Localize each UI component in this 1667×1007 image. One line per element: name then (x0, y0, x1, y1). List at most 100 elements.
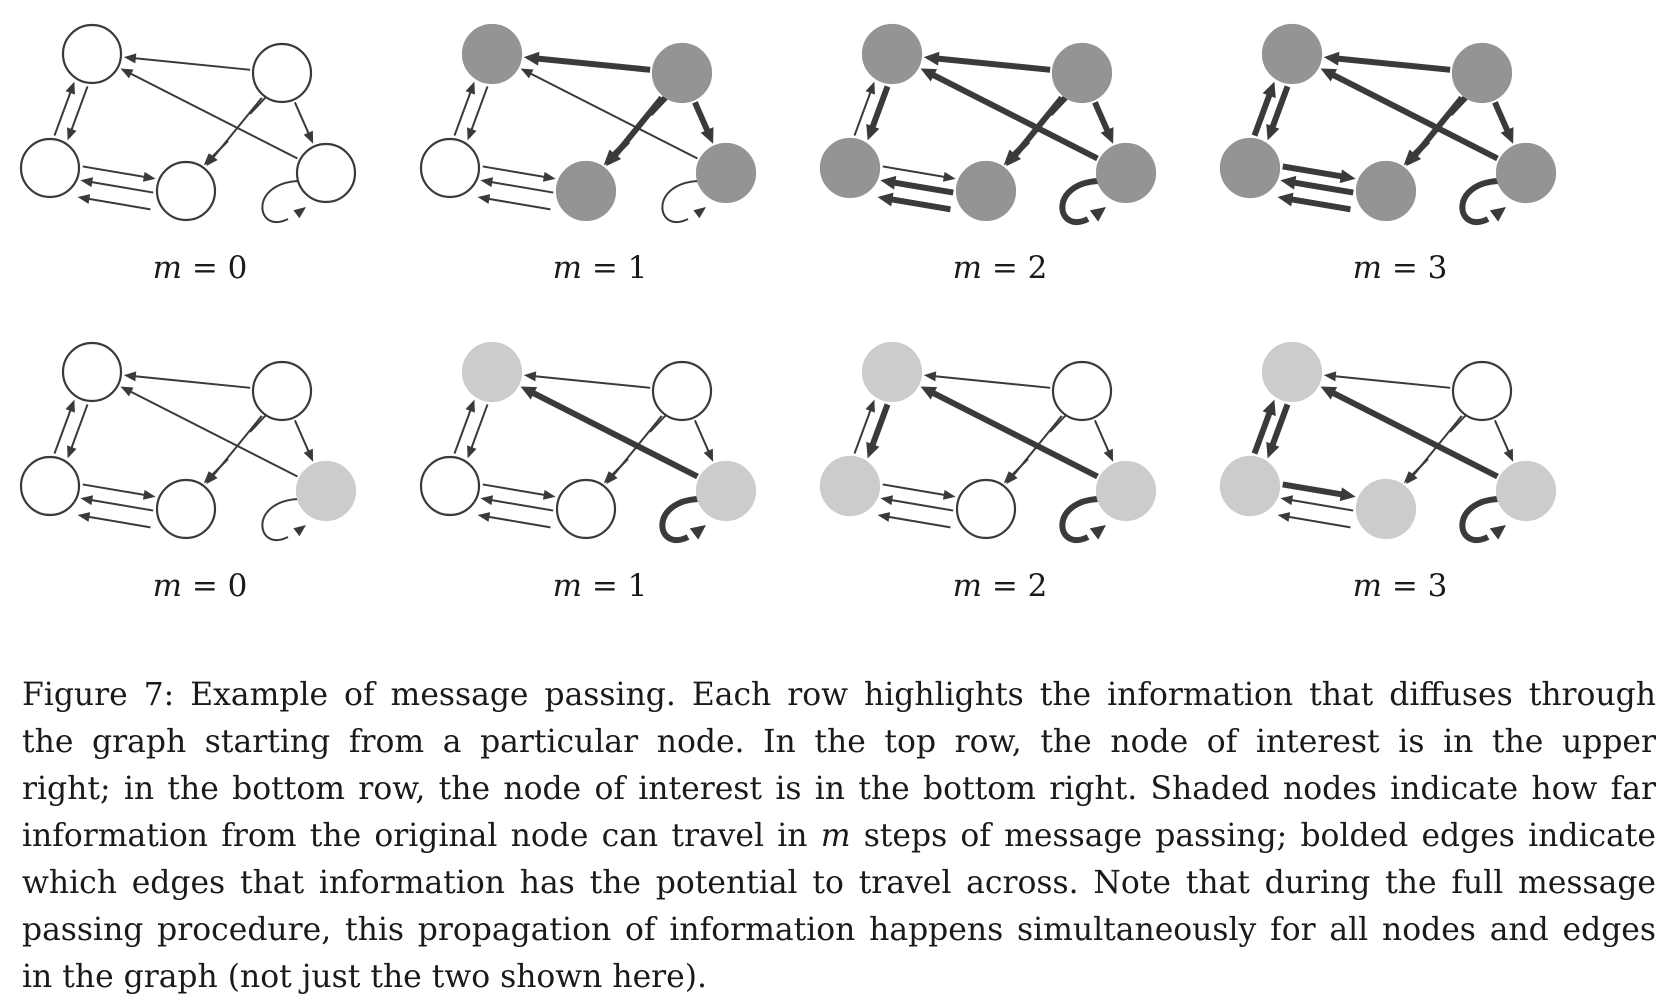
arrowhead (1277, 192, 1294, 207)
arrowhead (520, 68, 534, 79)
edge-B-A (133, 57, 251, 71)
edge-E-A (930, 71, 1099, 162)
node-d (1355, 160, 1417, 222)
panel-bottom-m1: m = 1 (400, 318, 800, 638)
self-loop-edge (261, 180, 300, 223)
edge-B-E (1093, 419, 1111, 453)
arrowhead (1003, 471, 1016, 484)
graph-layer (819, 341, 1157, 543)
edge-B-E (1493, 419, 1511, 453)
arrowhead (866, 123, 880, 141)
arrowhead (1100, 127, 1114, 144)
edge-stub-b (249, 96, 267, 115)
arrowhead (77, 194, 91, 204)
arrowhead (1323, 371, 1337, 382)
arrowhead (1500, 127, 1514, 144)
arrowhead (303, 448, 314, 462)
arrowhead (1003, 149, 1020, 166)
node-c (1219, 455, 1281, 517)
arrowhead (603, 149, 620, 166)
arrowhead (1339, 487, 1356, 502)
node-c (19, 455, 81, 517)
panel-label: m = 2 (800, 250, 1200, 286)
edge-A-C (470, 404, 489, 450)
arrowhead (77, 512, 91, 522)
arrowhead (1277, 512, 1291, 522)
edge-B-E (293, 101, 311, 135)
edge-D-C (90, 180, 154, 194)
edge-D-C (90, 498, 154, 512)
node-e (695, 142, 757, 204)
node-e (1495, 460, 1557, 522)
panel-label: m = 0 (0, 568, 400, 604)
arrowhead (465, 399, 475, 413)
caption-math-m: m (820, 818, 851, 854)
edge-C-D (1282, 481, 1344, 498)
arrowhead (603, 471, 616, 484)
edge-D-C (487, 515, 551, 529)
caption-line: which edges that information has the pot… (22, 865, 1656, 901)
node-a (1261, 341, 1323, 403)
graph-diagram (1219, 341, 1557, 543)
panel-top-m1: m = 1 (400, 0, 800, 320)
arrowhead (689, 525, 706, 540)
edge-C-D (82, 483, 146, 497)
node-a (61, 23, 123, 85)
node-a (61, 341, 123, 403)
edge-B-E (692, 101, 711, 134)
node-c (819, 137, 881, 199)
edge-D-C (87, 197, 151, 211)
edge-B-A (536, 55, 651, 73)
arrowhead (1320, 68, 1338, 82)
arrowhead (865, 81, 875, 95)
arrowhead (1403, 471, 1416, 484)
edge-D-C (889, 196, 951, 213)
panel-bottom-m0: m = 0 (0, 318, 400, 638)
edge-C-A (53, 90, 72, 136)
node-a (461, 341, 523, 403)
node-e (295, 460, 357, 522)
edge-E-A (528, 72, 698, 160)
caption-line: passing procedure, this propagation of i… (22, 912, 1656, 948)
edge-B-A (936, 55, 1051, 73)
panel-bottom-m3: m = 3 (1200, 318, 1600, 638)
arrowhead (1262, 81, 1276, 99)
arrowhead (1266, 123, 1280, 141)
arrowhead (920, 386, 938, 400)
node-b (251, 42, 313, 104)
edge-C-A (453, 90, 472, 136)
node-d (155, 160, 217, 222)
label-equation: = 0 (182, 250, 248, 286)
graph-layer (19, 23, 357, 223)
arrowhead (923, 371, 937, 382)
node-e (1095, 460, 1157, 522)
label-variable: m (152, 250, 182, 286)
node-b (651, 42, 713, 104)
node-e (695, 460, 757, 522)
label-equation: = 3 (1382, 568, 1448, 604)
edge-C-A (853, 408, 872, 454)
edge-D-C (487, 197, 551, 211)
label-equation: = 3 (1382, 250, 1448, 286)
arrowhead (1280, 175, 1297, 190)
edge-B-A (1333, 375, 1451, 389)
arrowhead (465, 81, 475, 95)
arrowhead (1339, 169, 1356, 184)
arrowhead (523, 371, 537, 382)
edge-B-E (693, 419, 711, 453)
arrowhead (520, 386, 538, 400)
self-loop-edge (659, 496, 700, 543)
edge-D-C (890, 498, 954, 512)
arrowhead (477, 512, 491, 522)
node-a (1261, 23, 1323, 85)
edge-B-A (133, 375, 251, 389)
self-loop-edge (1459, 178, 1500, 225)
caption-line: in the graph (not just the two shown her… (22, 959, 707, 995)
self-loop-edge (1059, 496, 1100, 543)
arrowhead (693, 207, 706, 219)
edge-stub-b (647, 94, 669, 117)
arrowhead (1323, 51, 1340, 66)
edge-B-E (1092, 101, 1111, 134)
arrowhead (203, 153, 216, 166)
arrowhead (467, 127, 477, 141)
